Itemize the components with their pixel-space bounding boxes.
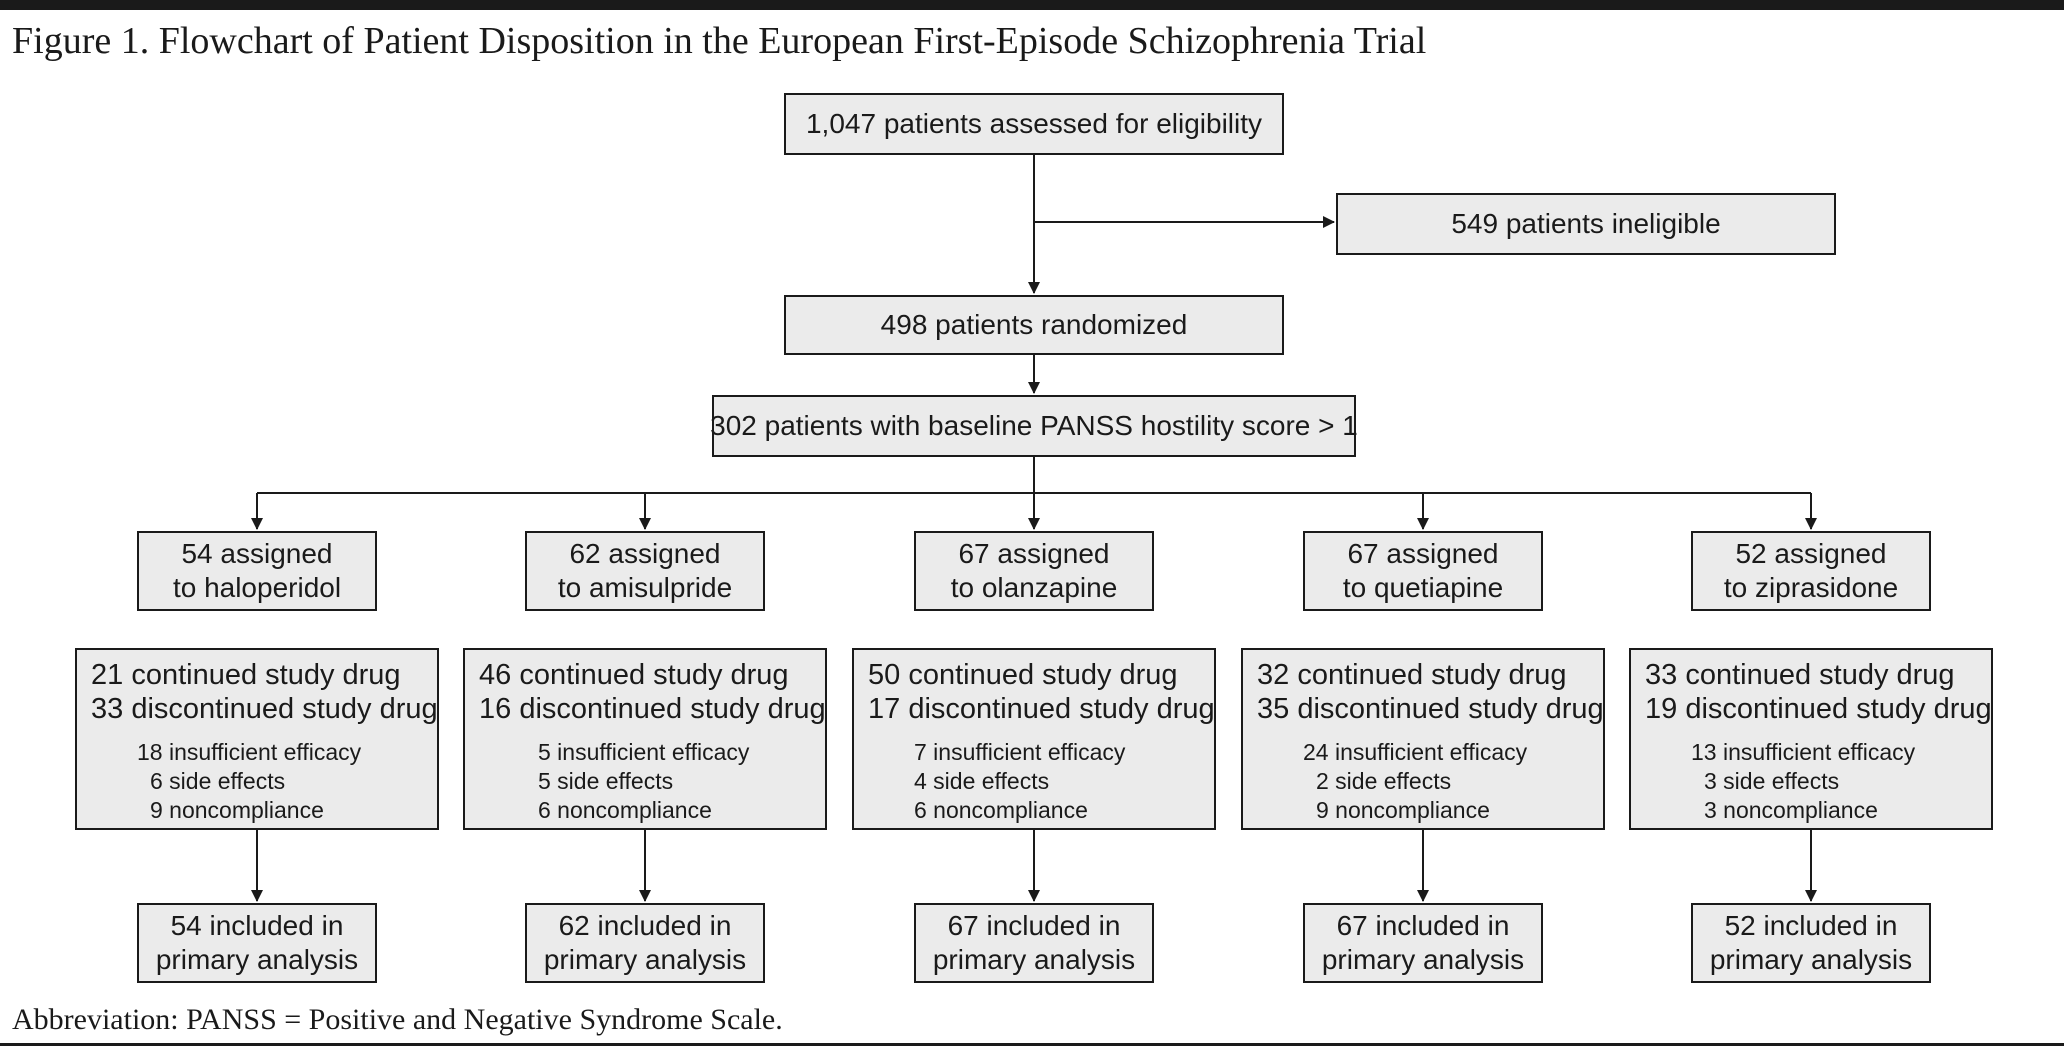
analysis-box-ziprasidone: 52 included in primary analysis	[1691, 903, 1931, 983]
reason-insufficient-efficacy: 24 insufficient efficacy	[1303, 739, 1528, 765]
analysis-box-amisulpride: 62 included in primary analysis	[525, 903, 765, 983]
top-rule	[0, 0, 2064, 10]
disposition-box-quetiapine: 32 continued study drug 35 discontinued …	[1241, 648, 1605, 830]
bottom-rule	[0, 1043, 2064, 1046]
included-label: primary analysis	[155, 944, 359, 975]
included-label: primary analysis	[1321, 944, 1525, 975]
randomized-box: 498 patients randomized	[784, 295, 1284, 355]
reason-insufficient-efficacy: 13 insufficient efficacy	[1691, 739, 1916, 765]
reason-noncompliance: 9 noncompliance	[150, 797, 324, 823]
analysis-box-quetiapine: 67 included in primary analysis	[1303, 903, 1543, 983]
figure-title: Figure 1. Flowchart of Patient Dispositi…	[12, 20, 1427, 62]
reason-side-effects: 6 side effects	[150, 768, 286, 794]
included-count: 52 included in	[1724, 910, 1898, 941]
included-label: primary analysis	[543, 944, 747, 975]
ineligible-text: 549 patients ineligible	[1451, 208, 1721, 239]
continued-text: 21 continued study drug	[91, 659, 401, 691]
assigned-box-amisulpride: 62 assigned to amisulpride	[525, 531, 765, 611]
analysis-box-olanzapine: 67 included in primary analysis	[914, 903, 1154, 983]
disposition-box-olanzapine: 50 continued study drug 17 discontinued …	[852, 648, 1216, 830]
discontinued-text: 17 discontinued study drug	[868, 693, 1215, 725]
included-count: 54 included in	[170, 910, 344, 941]
included-count: 67 included in	[1336, 910, 1510, 941]
assigned-box-quetiapine: 67 assigned to quetiapine	[1303, 531, 1543, 611]
assigned-box-ziprasidone: 52 assigned to ziprasidone	[1691, 531, 1931, 611]
discontinued-text: 33 discontinued study drug	[91, 693, 438, 725]
included-count: 62 included in	[558, 910, 732, 941]
assessed-box: 1,047 patients assessed for eligibility	[784, 93, 1284, 155]
hostility-box: 302 patients with baseline PANSS hostili…	[710, 395, 1358, 457]
assigned-drug: to amisulpride	[557, 572, 733, 603]
reason-insufficient-efficacy: 5 insufficient efficacy	[538, 739, 750, 765]
assessed-text: 1,047 patients assessed for eligibility	[805, 108, 1263, 139]
included-label: primary analysis	[932, 944, 1136, 975]
reason-noncompliance: 3 noncompliance	[1704, 797, 1878, 823]
assigned-count: 52 assigned	[1735, 538, 1887, 569]
assigned-count: 62 assigned	[569, 538, 721, 569]
assigned-count: 67 assigned	[958, 538, 1110, 569]
reason-noncompliance: 9 noncompliance	[1316, 797, 1490, 823]
assigned-count: 67 assigned	[1347, 538, 1499, 569]
continued-text: 50 continued study drug	[868, 659, 1178, 691]
assigned-drug: to olanzapine	[950, 572, 1118, 603]
disposition-box-ziprasidone: 33 continued study drug 19 discontinued …	[1629, 648, 1993, 830]
disposition-box-amisulpride: 46 continued study drug 16 discontinued …	[463, 648, 827, 830]
discontinuation-reasons: 5 insufficient efficacy 5 side effects 6…	[477, 738, 825, 825]
reason-noncompliance: 6 noncompliance	[914, 797, 1088, 823]
discontinuation-reasons: 24 insufficient efficacy 2 side effects …	[1255, 738, 1603, 825]
discontinued-text: 19 discontinued study drug	[1645, 693, 1992, 725]
assigned-drug: to quetiapine	[1342, 572, 1504, 603]
included-count: 67 included in	[947, 910, 1121, 941]
assigned-box-haloperidol: 54 assigned to haloperidol	[137, 531, 377, 611]
discontinued-text: 16 discontinued study drug	[479, 693, 826, 725]
assigned-box-olanzapine: 67 assigned to olanzapine	[914, 531, 1154, 611]
continued-text: 32 continued study drug	[1257, 659, 1567, 691]
reason-side-effects: 4 side effects	[914, 768, 1050, 794]
abbreviation-footnote: Abbreviation: PANSS = Positive and Negat…	[12, 1003, 783, 1036]
discontinued-text: 35 discontinued study drug	[1257, 693, 1604, 725]
continued-text: 33 continued study drug	[1645, 659, 1955, 691]
ineligible-box: 549 patients ineligible	[1336, 193, 1836, 255]
reason-noncompliance: 6 noncompliance	[538, 797, 712, 823]
included-label: primary analysis	[1709, 944, 1913, 975]
assigned-drug: to ziprasidone	[1723, 572, 1899, 603]
reason-insufficient-efficacy: 18 insufficient efficacy	[137, 739, 362, 765]
hostility-text: 302 patients with baseline PANSS hostili…	[710, 410, 1358, 441]
disposition-box-haloperidol: 21 continued study drug 33 discontinued …	[75, 648, 439, 830]
discontinuation-reasons: 7 insufficient efficacy 4 side effects 6…	[866, 738, 1214, 825]
assigned-count: 54 assigned	[181, 538, 333, 569]
discontinuation-reasons: 13 insufficient efficacy 3 side effects …	[1643, 738, 1991, 825]
reason-side-effects: 2 side effects	[1316, 768, 1452, 794]
assigned-drug: to haloperidol	[172, 572, 342, 603]
randomized-text: 498 patients randomized	[880, 309, 1188, 340]
continued-text: 46 continued study drug	[479, 659, 789, 691]
reason-side-effects: 3 side effects	[1704, 768, 1840, 794]
analysis-box-haloperidol: 54 included in primary analysis	[137, 903, 377, 983]
reason-side-effects: 5 side effects	[538, 768, 674, 794]
discontinuation-reasons: 18 insufficient efficacy 6 side effects …	[89, 738, 437, 825]
reason-insufficient-efficacy: 7 insufficient efficacy	[914, 739, 1126, 765]
